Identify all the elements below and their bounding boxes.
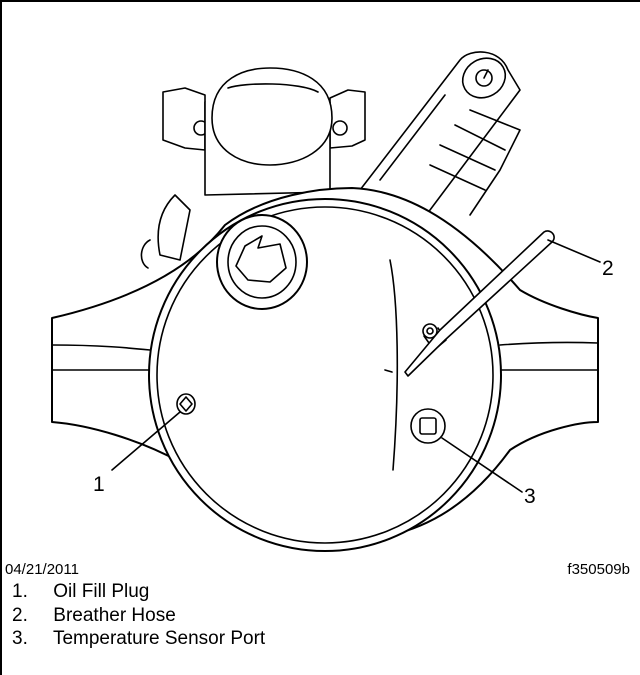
leader-line-1 — [111, 411, 181, 471]
figure-id: f350509b — [567, 561, 630, 578]
figure-date: 04/21/2011 — [5, 561, 79, 578]
leader-line-2 — [547, 239, 601, 263]
legend-label: Oil Fill Plug — [53, 581, 150, 602]
oil-fill-plug — [176, 393, 196, 415]
legend-item: 2. Breather Hose — [12, 604, 265, 628]
legend-label: Breather Hose — [53, 604, 176, 626]
leader-line-3 — [441, 437, 523, 493]
callout-number-2: 2 — [602, 257, 614, 280]
legend-item: 1. Oil Fill Plug — [12, 580, 265, 604]
temperature-sensor-port — [410, 408, 446, 444]
callout-number-3: 3 — [524, 485, 536, 508]
legend-number: 2. — [12, 604, 28, 626]
callout-legend: 1. Oil Fill Plug 2. Breather Hose 3. Tem… — [12, 580, 265, 651]
frame-left-border — [0, 0, 2, 675]
frame-top-border — [0, 0, 640, 2]
legend-number: 1. — [12, 581, 28, 602]
legend-item: 3. Temperature Sensor Port — [12, 627, 265, 651]
legend-number: 3. — [12, 628, 28, 649]
differential-cover — [148, 198, 502, 552]
callout-leaders — [111, 239, 601, 493]
axle-housing-illustration: 1 2 3 — [51, 51, 614, 552]
pinion-yoke-assembly — [140, 51, 521, 269]
legend-label: Temperature Sensor Port — [52, 628, 266, 649]
callout-number-1: 1 — [93, 473, 105, 496]
fill-neck — [216, 214, 308, 310]
